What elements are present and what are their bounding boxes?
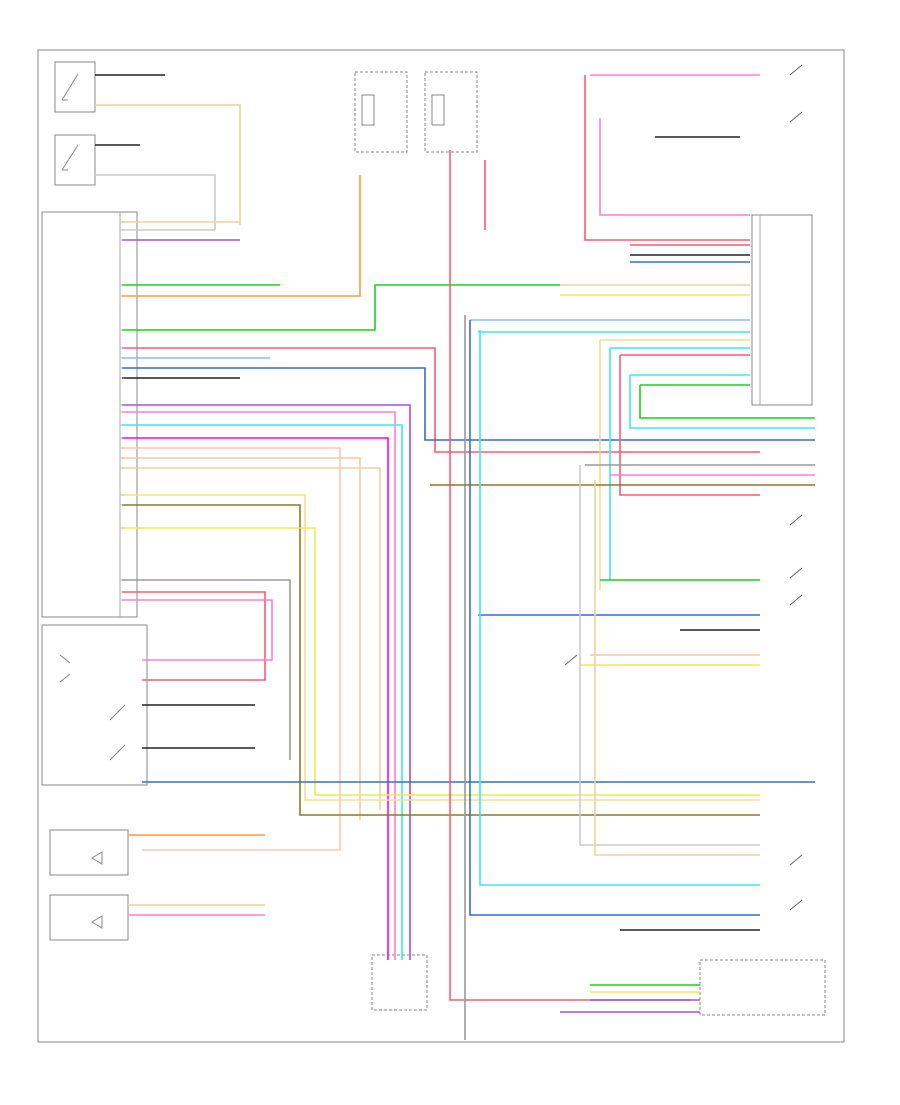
bottom-connector: [371, 954, 428, 1011]
left-rear-door-switch: [54, 61, 96, 113]
wire-olive: [122, 504, 760, 816]
wire-pink-right-2: [599, 118, 750, 216]
wire-pink-1: [122, 411, 396, 960]
fuse-element-1: [361, 94, 375, 126]
wire-gray-right-2: [579, 465, 760, 846]
wire-set: [95, 74, 815, 1040]
wire-yellow-1: [122, 527, 760, 796]
wire-red-right-2: [619, 354, 760, 496]
sensor-module: [49, 894, 129, 941]
wire-tan-right-3: [594, 480, 760, 856]
wire-top-4: [95, 174, 216, 230]
sensor-icon: [91, 915, 103, 929]
wire-green-right: [639, 384, 815, 419]
fuse-block-1: [354, 71, 408, 153]
switch-contacts-left: [59, 654, 126, 761]
fuse-element-2: [431, 94, 445, 126]
pin-ticks: [120, 221, 124, 601]
security-module: [699, 959, 826, 1016]
wire-tan-2: [122, 494, 760, 801]
wire-red-right: [584, 75, 750, 241]
body-control-module-right: [751, 214, 813, 406]
wire-blue-right-2: [469, 320, 760, 916]
wire-pink-3: [122, 599, 273, 661]
wire-orange-2: [122, 457, 361, 820]
wire-green-long: [122, 284, 560, 331]
right-rear-door-switch: [54, 134, 96, 186]
window-lock-switch-panel: [41, 624, 148, 786]
antenna-icon: [91, 851, 103, 865]
wire-red-1: [122, 347, 760, 453]
wire-violet-1: [122, 404, 411, 960]
diagram-border: [37, 49, 845, 1043]
fuse-block-2: [424, 71, 478, 153]
wire-orange: [122, 175, 361, 297]
wire-tan-1: [122, 467, 381, 810]
wire-pink-2: [122, 447, 341, 851]
wire-red-2: [122, 591, 266, 681]
wire-cyan-right-3: [629, 374, 815, 429]
wire-cyan-right-2: [609, 347, 750, 580]
wire-gray-1: [122, 579, 291, 760]
wire-red-center: [449, 150, 690, 1001]
wire-cyan-right-4: [479, 330, 760, 886]
right-switches: [564, 64, 803, 911]
body-control-module-left: [41, 211, 138, 618]
wire-top-2: [95, 104, 241, 225]
antenna-module: [49, 829, 129, 876]
wire-magenta-1: [122, 437, 389, 960]
